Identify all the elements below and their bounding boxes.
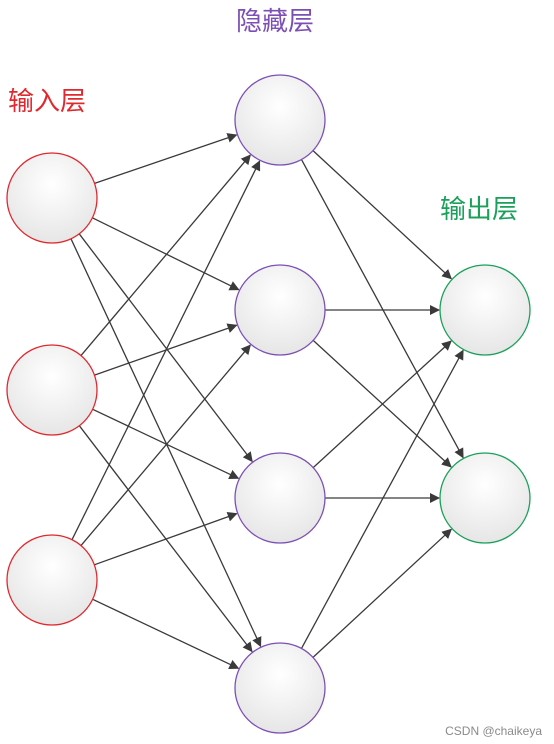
input-layer-label: 输入层 — [8, 87, 86, 117]
output-neuron-2 — [439, 452, 531, 544]
hidden-neuron-2 — [234, 264, 326, 356]
connection-input-1-to-hidden-1 — [94, 133, 238, 185]
connection-hidden-1-to-output-2 — [300, 159, 464, 459]
connection-hidden-1-to-output-1 — [312, 150, 453, 280]
connection-input-1-to-hidden-3 — [78, 233, 253, 463]
input-neuron-2 — [6, 344, 98, 436]
connection-input-2-to-hidden-3 — [92, 408, 240, 479]
connection-input-3-to-hidden-3 — [94, 511, 238, 566]
connection-input-1-to-hidden-4 — [70, 238, 262, 648]
connection-input-1-to-hidden-2 — [92, 217, 240, 291]
connection-input-3-to-hidden-1 — [71, 160, 261, 540]
connections — [70, 133, 464, 669]
output-neuron-1 — [439, 264, 531, 356]
neurons — [6, 74, 531, 734]
hidden-neuron-3 — [234, 452, 326, 544]
hidden-layer-label: 隐藏层 — [236, 7, 314, 37]
connection-hidden-4-to-output-1 — [300, 349, 464, 649]
connection-hidden-3-to-output-1 — [312, 340, 452, 469]
hidden-neuron-4 — [234, 642, 326, 734]
watermark: CSDN @chaikeya — [445, 724, 542, 738]
hidden-neuron-1 — [234, 74, 326, 166]
connection-input-3-to-hidden-4 — [92, 598, 240, 669]
output-layer-label: 输出层 — [440, 195, 518, 225]
input-neuron-1 — [6, 152, 98, 244]
connection-input-2-to-hidden-1 — [80, 154, 251, 357]
input-neuron-3 — [6, 534, 98, 626]
connection-input-3-to-hidden-2 — [80, 344, 251, 547]
connection-hidden-4-to-output-2 — [312, 528, 453, 658]
